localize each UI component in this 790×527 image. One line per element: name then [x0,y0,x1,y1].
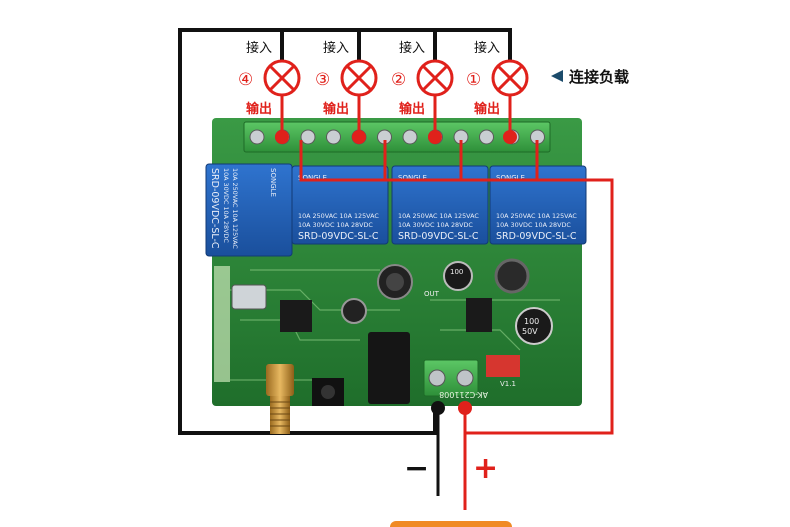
common-wire-black [178,28,512,435]
lamp-cross [268,64,296,92]
input-label: 接入 [246,40,272,56]
relay-rating-ac: 10A 250VAC 10A 125VAC [298,212,379,220]
relay-rating-ac: 10A 250VAC 10A 125VAC [398,212,479,220]
output-label: 输出 [474,101,500,117]
terminal-screw [326,129,341,145]
pcb-board [212,118,582,406]
relay-rating-dc: 10A 30VDC 10A 28VDC [298,221,373,229]
load-lamp: 接入 ③ 输出 [315,40,378,117]
relay-brand: SONGLE [496,174,525,182]
cap2-value-label: 100 [450,268,463,276]
input-label: 接入 [323,40,349,56]
relay-model: SRD-09VDC-SL-C [398,231,479,242]
lamp-cross [496,64,524,92]
output-label: 输出 [399,101,425,117]
relay-rating-dc: 10A 30VDC 10A 28VDC [398,221,473,229]
out-label: OUT [424,290,440,298]
cap-voltage-label: 50V [522,327,538,336]
power-supply-wires [431,401,472,510]
lamp-cross [345,64,373,92]
bottom-button-sliver [390,521,512,527]
legend-label: 连接负载 [569,68,629,86]
load-number: ② [391,70,406,90]
relay-rating-ac: 10A 250VAC 10A 125VAC [496,212,577,220]
cap-value-label: 100 [524,317,539,326]
terminal-dots [275,130,517,144]
relay-model: SRD-09VDC-SL-C [496,231,577,242]
relay-model: SRD-09VDC-SL-C [209,168,220,249]
sma-antenna [266,364,294,434]
terminal-screw [249,129,265,145]
relay-rating-dc: 10A 30VDC 10A 28VDC [222,168,230,243]
version-label: V1.1 [500,380,516,388]
relay-rating-ac: 10A 250VAC 10A 125VAC [231,168,239,249]
load-number: ① [466,70,481,90]
legend: 连接负载 [551,68,629,86]
relay-brand: SONGLE [298,174,327,182]
legend-arrow-icon [551,70,563,82]
load-number: ④ [238,70,253,90]
negative-label: − [404,451,429,486]
board-code: AK-C211008 [439,390,488,399]
terminal-screw [300,129,316,145]
input-label: 接入 [399,40,425,56]
load-lamp: 接入 ① 输出 [466,40,529,117]
terminal-screw [402,129,418,145]
output-label: 输出 [246,101,272,117]
relay-body [391,165,489,245]
lamp-group: 接入 ④ 输出 接入 ③ 输出 接入 ② 输出 接入 ① 输出 [238,40,529,117]
input-label: 接入 [474,40,500,56]
relay-rating-dc: 10A 30VDC 10A 28VDC [496,221,571,229]
lamp-cross [421,64,449,92]
positive-label: + [473,451,498,486]
load-lamp: 接入 ② 输出 [391,40,454,117]
load-number: ③ [315,70,330,90]
relay-model: SRD-09VDC-SL-C [298,231,379,242]
output-label: 输出 [323,101,349,117]
relay-brand: SONGLE [398,174,427,182]
terminal-screw [479,129,494,145]
relay-body [291,165,389,245]
load-lamp: 接入 ④ 输出 [238,40,301,117]
relay-brand: SONGLE [269,168,277,197]
